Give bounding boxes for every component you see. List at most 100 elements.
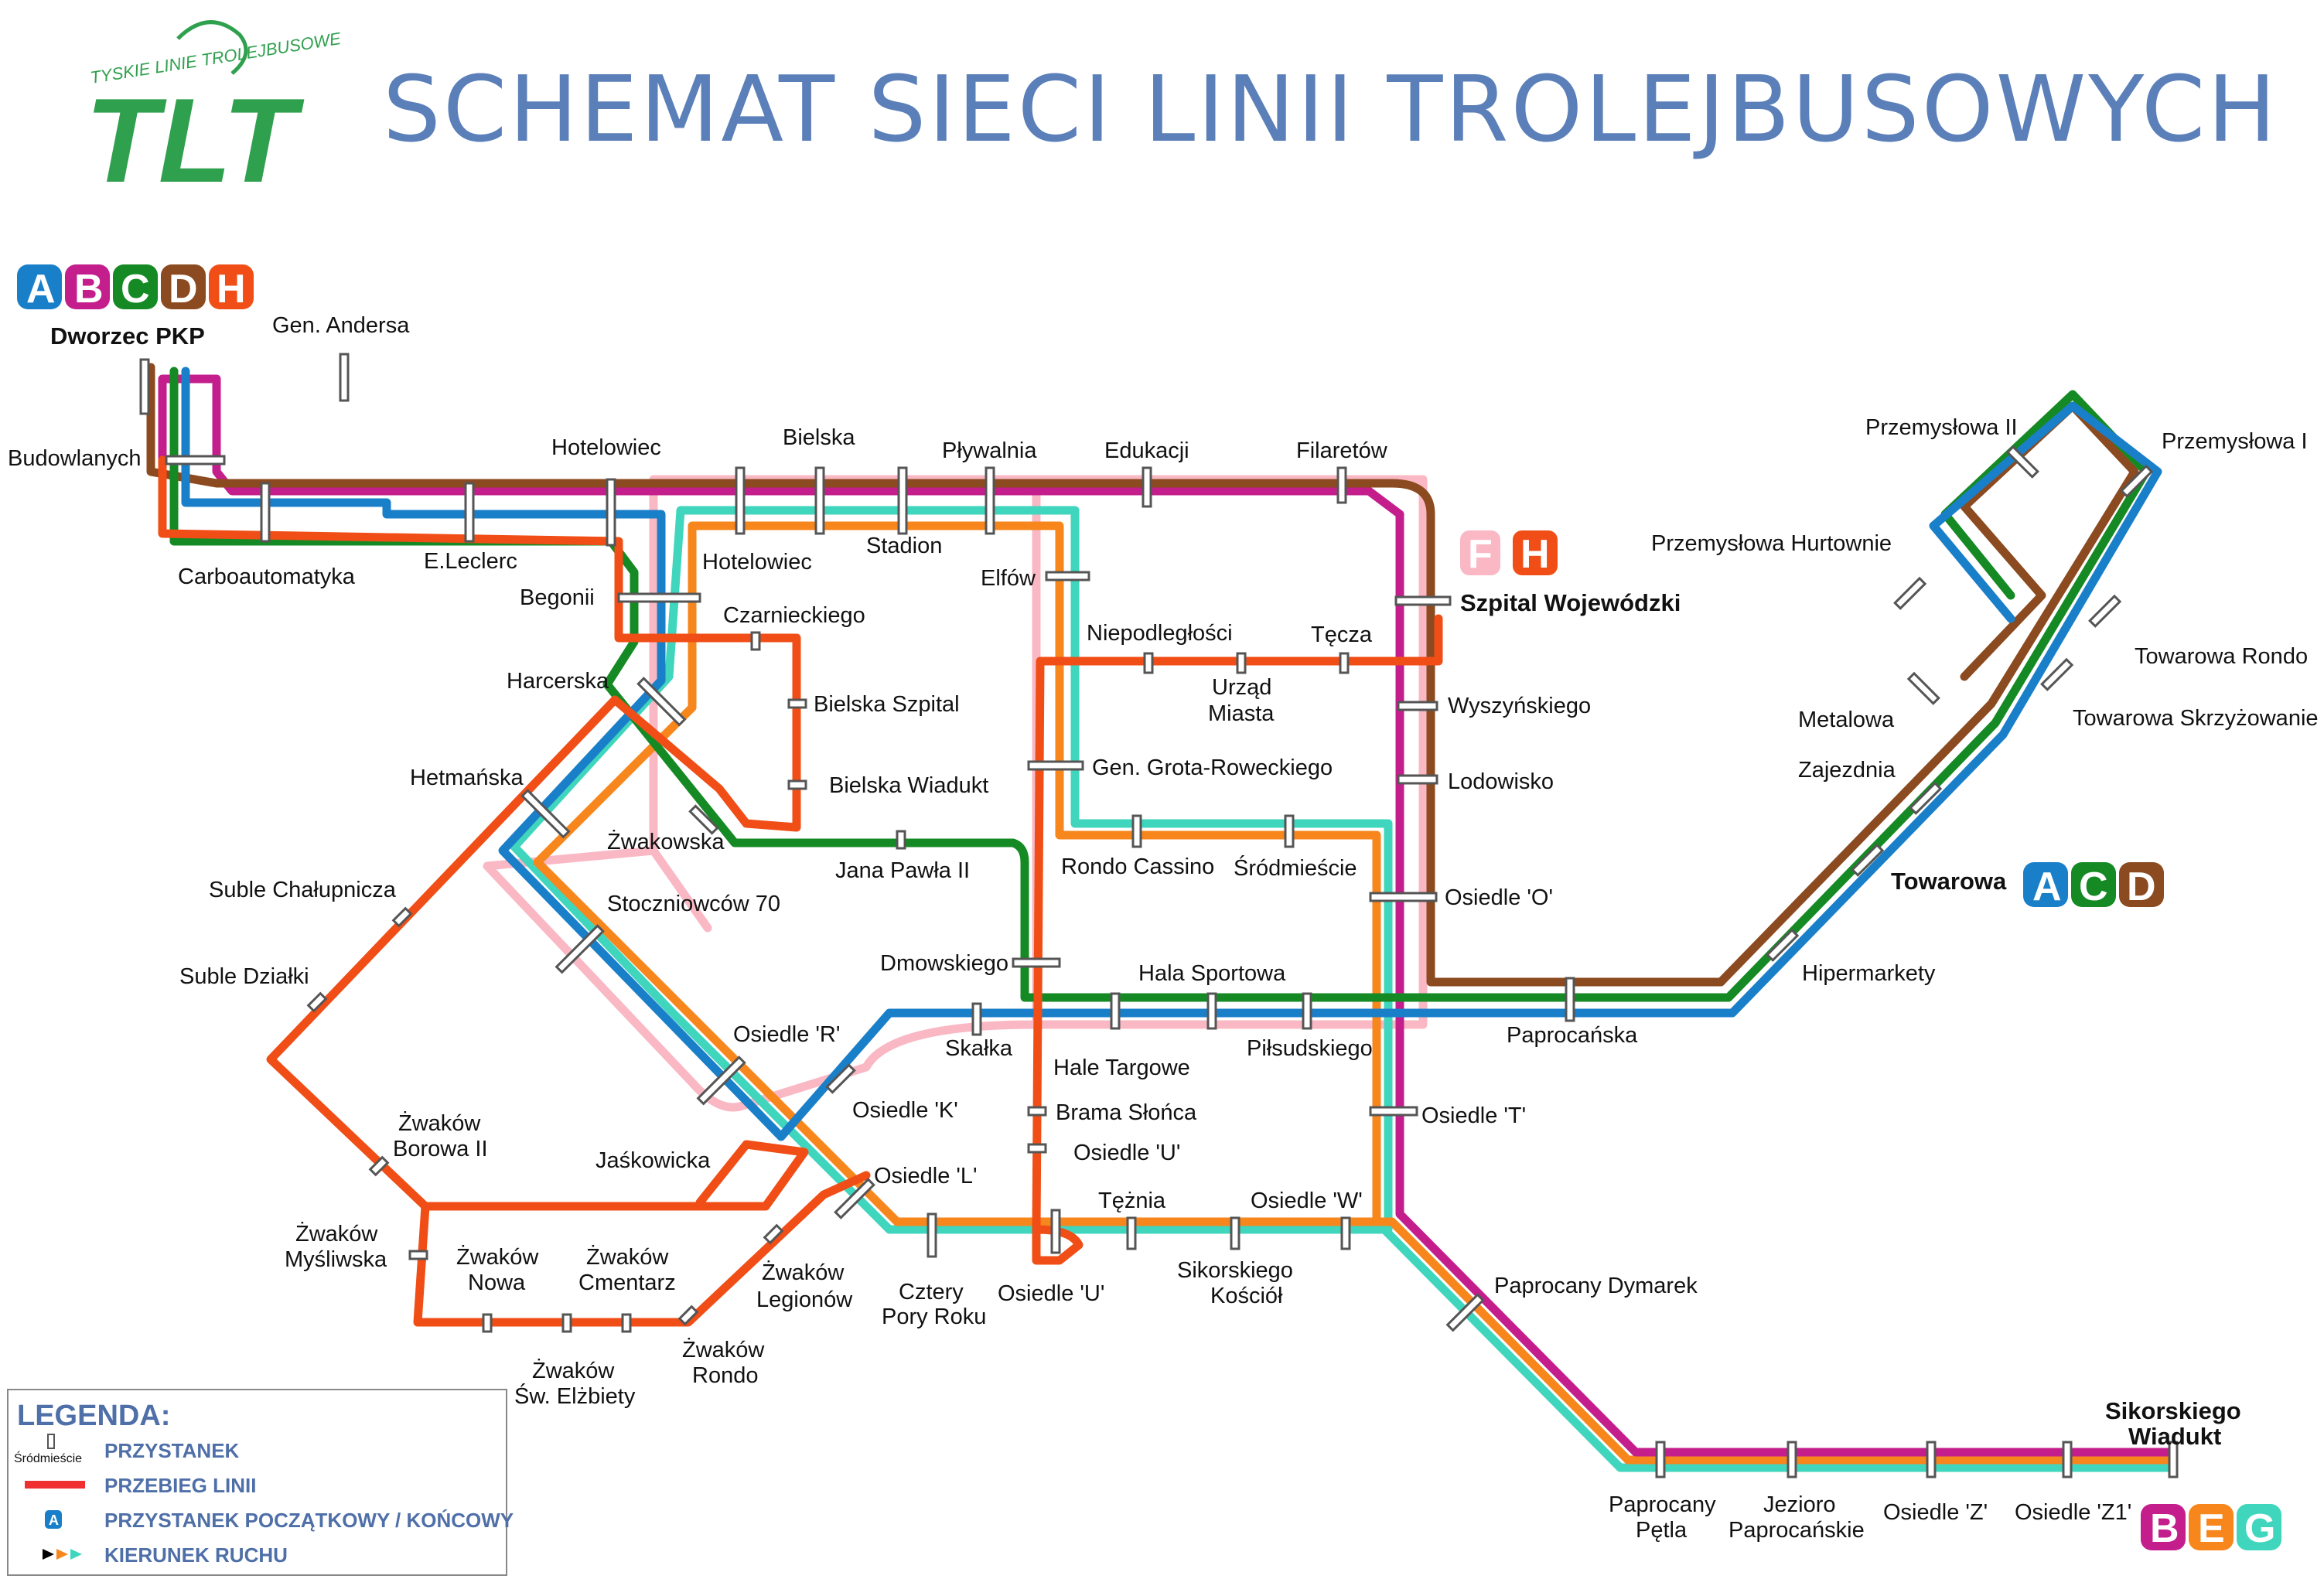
stop-towarowa[interactable]	[1851, 843, 1885, 877]
stop-sikorskiego-wiadukt[interactable]	[2168, 1441, 2179, 1478]
stop-bielska-wiadukt[interactable]	[787, 779, 807, 790]
stop-wyszynskiego[interactable]	[1397, 701, 1438, 711]
stop-metalowa[interactable]	[1906, 671, 1940, 705]
label-wyszynskiego: Wyszyńskiego	[1448, 694, 1591, 718]
stop-dmowskiego[interactable]	[1012, 957, 1061, 968]
badge-H[interactable]	[209, 264, 254, 309]
stop-elzbiety[interactable]	[561, 1313, 572, 1333]
stop-osiedle-u-s[interactable]	[1050, 1209, 1061, 1254]
stop-cmentarz[interactable]	[621, 1313, 632, 1333]
stop-borowa[interactable]	[368, 1155, 390, 1177]
badge-C[interactable]	[113, 264, 158, 309]
stop-bielska[interactable]	[814, 466, 825, 535]
stop-stadion[interactable]	[897, 466, 908, 535]
stop-dworzec[interactable]	[139, 358, 150, 415]
label-skrzyzowanie: Towarowa Skrzyżowanie	[2073, 706, 2319, 731]
stop-tecza[interactable]	[1339, 652, 1350, 674]
label-jezioro-1: Jezioro	[1763, 1492, 1836, 1517]
stop-pilsudskiego[interactable]	[1302, 992, 1312, 1030]
stop-hurtownie[interactable]	[1893, 576, 1927, 610]
stop-budowlanych[interactable]	[165, 455, 226, 466]
stop-edukacji[interactable]	[1142, 466, 1152, 508]
stop-elfow[interactable]	[1045, 571, 1090, 581]
badge-F[interactable]	[1460, 530, 1500, 575]
stop-brama-slonca[interactable]	[1027, 1106, 1047, 1117]
badge-G[interactable]	[2237, 1504, 2281, 1550]
stop-niepodleglosci[interactable]	[1143, 652, 1154, 674]
stop-osiedle-z1[interactable]	[2062, 1441, 2073, 1478]
stop-filaretow[interactable]	[1336, 466, 1347, 504]
label-hetmanska: Hetmańska	[410, 766, 524, 790]
stop-carboautomatyka[interactable]	[260, 482, 271, 543]
stop-teznia[interactable]	[1126, 1216, 1137, 1250]
stop-labels: Dworzec PKP Gen. Andersa Budowlanych Car…	[8, 313, 2319, 1543]
legend-item-line: PRZEBIEG LINII	[104, 1474, 256, 1497]
stop-hale-targowe[interactable]	[1110, 992, 1121, 1030]
stop-osiedle-o[interactable]	[1369, 892, 1438, 902]
stop-srodmiescie[interactable]	[1284, 814, 1295, 848]
stop-zwakow-rondo[interactable]	[677, 1304, 699, 1326]
badge-H[interactable]	[1513, 530, 1558, 575]
stop-towarowa-rondo[interactable]	[2088, 594, 2122, 628]
stop-bielska-szpital[interactable]	[787, 698, 807, 709]
stop-hetmanska[interactable]	[520, 789, 571, 839]
label-petla-2: Pętla	[1636, 1518, 1688, 1543]
badge-A[interactable]	[17, 264, 62, 309]
stop-przemyslowa-2[interactable]	[2005, 445, 2039, 479]
badge-B[interactable]	[65, 264, 110, 309]
stop-begonii[interactable]	[617, 592, 701, 603]
stop-czarnieckiego[interactable]	[750, 631, 761, 651]
badge-D[interactable]	[2119, 862, 2164, 907]
stop-suble-dzialki[interactable]	[306, 991, 328, 1013]
stop-nowa[interactable]	[482, 1313, 493, 1333]
stop-osiedle-l[interactable]	[834, 1178, 875, 1219]
stop-osiedle-r[interactable]	[696, 1056, 746, 1106]
stop-osiedle-t[interactable]	[1369, 1106, 1418, 1117]
stop-osiedle-z[interactable]	[1926, 1441, 1937, 1478]
stop-hipermarkety[interactable]	[1766, 928, 1800, 962]
stop-gen-andersa[interactable]	[339, 353, 350, 402]
stop-zwakowska[interactable]	[688, 804, 719, 835]
stop-legionow[interactable]	[763, 1223, 784, 1245]
stop-harcerska[interactable]	[636, 677, 687, 727]
stop-lodowisko[interactable]	[1397, 774, 1438, 785]
stop-hotelowiec-n[interactable]	[606, 478, 616, 547]
stop-jana-pawla[interactable]	[896, 830, 906, 850]
stop-grota[interactable]	[1027, 760, 1084, 771]
stop-stoczniowcow[interactable]	[555, 924, 605, 974]
stop-cztery-pory[interactable]	[927, 1212, 937, 1258]
stop-przemyslowa-1[interactable]	[2120, 464, 2154, 498]
stop-sikorskiego-kosciol[interactable]	[1230, 1216, 1240, 1250]
stop-paprocanska[interactable]	[1565, 977, 1575, 1022]
label-dworzec: Dworzec PKP	[50, 322, 205, 350]
stop-suble-chalupnicza[interactable]	[391, 906, 413, 928]
label-cmentarz-2: Cmentarz	[578, 1270, 676, 1295]
badges-dworzec: A B C D H	[17, 264, 254, 312]
label-bielska-wiadukt: Bielska Wiadukt	[829, 773, 988, 798]
stop-mysliwska[interactable]	[408, 1250, 428, 1260]
badge-D[interactable]	[161, 264, 206, 309]
label-borowa-1: Żwaków	[398, 1110, 481, 1136]
stop-hala-sportowa[interactable]	[1206, 992, 1217, 1030]
badge-B[interactable]	[2141, 1504, 2186, 1550]
badge-C[interactable]	[2071, 862, 2116, 907]
stop-hotelowiec-s[interactable]	[735, 466, 746, 535]
stop-paprocany-petla[interactable]	[1655, 1441, 1666, 1478]
badge-A[interactable]	[2023, 862, 2068, 907]
badge-E[interactable]	[2189, 1504, 2234, 1550]
stop-osiedle-k[interactable]	[825, 1063, 856, 1094]
stop-plywalnia[interactable]	[985, 466, 995, 535]
stop-zajezdnia[interactable]	[1909, 781, 1943, 815]
stop-dymarek[interactable]	[1445, 1293, 1485, 1332]
stop-jezioro[interactable]	[1787, 1441, 1797, 1478]
stop-skalka[interactable]	[971, 1002, 982, 1036]
stop-urzad[interactable]	[1236, 652, 1247, 674]
line-D-path	[146, 363, 2139, 987]
stop-szpital[interactable]	[1394, 595, 1452, 606]
stop-osiedle-u-n[interactable]	[1027, 1143, 1047, 1154]
stop-skrzyzowanie[interactable]	[2040, 657, 2074, 691]
stop-rondo-cassino[interactable]	[1131, 814, 1142, 848]
stop-osiedle-w[interactable]	[1340, 1216, 1351, 1250]
stop-eleclerc[interactable]	[464, 482, 475, 543]
legend-box	[7, 1389, 507, 1576]
